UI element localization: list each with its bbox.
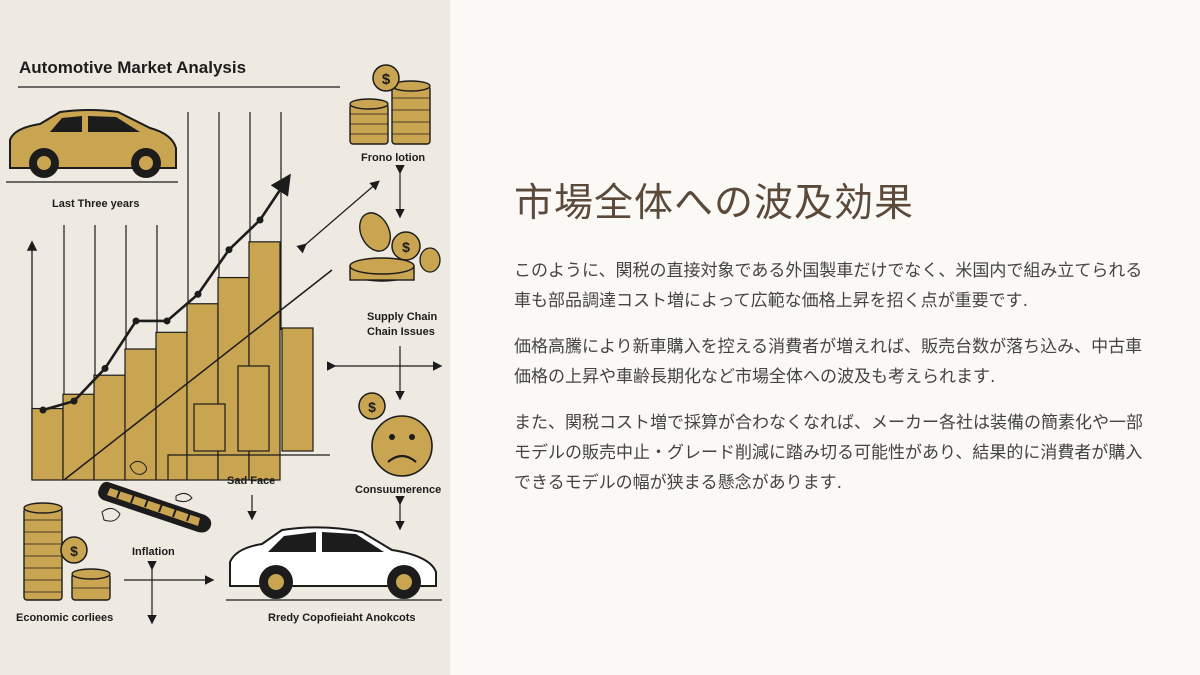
- trend-point-5: [163, 317, 171, 325]
- mini-bar-series: [193, 327, 314, 452]
- bar-series: [31, 241, 281, 481]
- market-illustration: $ $ $: [0, 0, 450, 675]
- label-chain-issues: Chain Issues: [367, 326, 435, 338]
- suv-gold-icon: [9, 109, 177, 178]
- trend-point-6: [194, 290, 202, 298]
- label-last-three-years: Last Three years: [52, 198, 140, 210]
- bar-1: [31, 407, 64, 481]
- label-economic-corliees: Economic corliees: [16, 612, 114, 624]
- bar-4: [124, 348, 157, 481]
- trend-line: [39, 173, 291, 414]
- trend-diagonal: [63, 269, 333, 481]
- white-car-icon: [229, 526, 437, 599]
- mini-bar-2: [237, 365, 270, 452]
- sad-face-icon: $: [358, 392, 433, 477]
- slide-heading: 市場全体への波及効果: [514, 181, 915, 226]
- svg-text:$: $: [382, 71, 391, 88]
- trend-point-3: [101, 364, 109, 372]
- mini-bar-1: [193, 403, 226, 452]
- svg-text:$: $: [70, 543, 78, 559]
- trend-polyline: [42, 219, 261, 412]
- trend-point-7: [225, 246, 233, 254]
- illustration-title: Automotive Market Analysis: [19, 58, 247, 77]
- coin-tower-icon: $: [23, 502, 111, 601]
- label-sad-face: Sad Face: [227, 475, 276, 487]
- coin-stacks-icon: $: [349, 64, 431, 145]
- svg-text:$: $: [402, 239, 410, 255]
- label-frono-lotion: Frono lotion: [361, 152, 426, 164]
- trend-point-2: [70, 397, 78, 405]
- label-supply-chain: Supply Chain: [367, 311, 438, 323]
- dollar-coin-icon: [372, 64, 400, 92]
- svg-text:$: $: [368, 399, 376, 415]
- label-inflation: Inflation: [132, 546, 175, 558]
- coin-pile-icon: $: [349, 212, 441, 282]
- trend-point-4: [132, 317, 140, 325]
- paragraph-2: 価格高騰により新車購入を控える消費者が増えれば、販売台数が落ち込み、中古車価格の…: [514, 337, 1143, 387]
- paragraph-1: このように、関税の直接対象である外国製車だけでなく、米国内で組み立てられる車も部…: [514, 261, 1143, 311]
- conveyor-belt-icon: [98, 460, 212, 533]
- bar-5: [155, 331, 188, 481]
- label-consuumerence: Consuumerence: [355, 484, 442, 496]
- bar-6: [186, 303, 219, 481]
- trend-point-1: [39, 406, 47, 414]
- mini-bracket: [167, 454, 330, 480]
- bar-3: [93, 374, 126, 481]
- bar-2: [62, 393, 95, 481]
- label-bottom-caption: Rredy Copofieiaht Anokcots: [268, 612, 416, 624]
- trend-arrowhead: [258, 173, 291, 221]
- mini-bar-3: [281, 327, 314, 452]
- illustration-canvas: $ $ $: [6, 64, 443, 625]
- paragraph-3: また、関税コスト増で採算が合わなくなれば、メーカー各社は装備の簡素化や一部モデル…: [514, 413, 1143, 493]
- slide-content: 市場全体への波及効果 このように、関税の直接対象である外国製車だけでなく、米国内…: [514, 172, 1154, 514]
- diagonal-arrow-icon: [296, 180, 380, 254]
